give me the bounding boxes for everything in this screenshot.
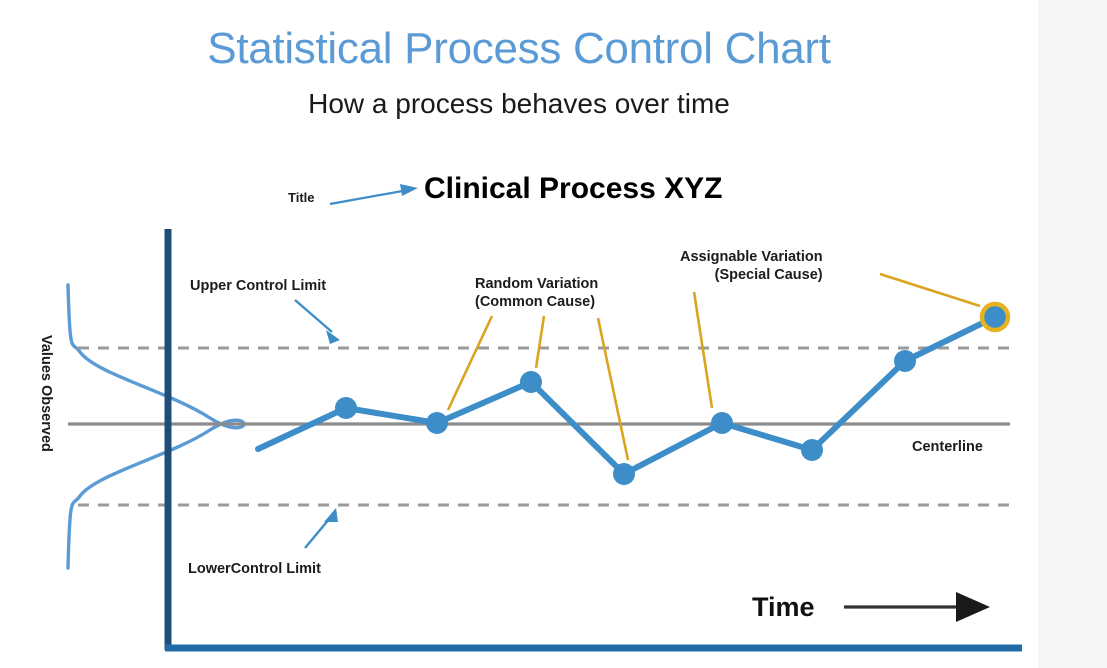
annotation-upper-control-limit: Upper Control Limit bbox=[190, 278, 327, 294]
page-subtitle: How a process behaves over time bbox=[308, 88, 730, 119]
page-title: Statistical Process Control Chart bbox=[207, 24, 831, 73]
leader-random-variation-c bbox=[596, 317, 630, 461]
annotation-random-variation-line1: Random Variation bbox=[475, 276, 599, 292]
annotation-lower-control-limit: LowerControl Limit bbox=[188, 561, 321, 577]
annotation-assignable-variation-line2: (Special Cause) bbox=[714, 267, 823, 284]
time-arrow-icon bbox=[844, 592, 990, 622]
distribution-curve bbox=[66, 283, 246, 570]
leader-title bbox=[329, 184, 418, 206]
leader-assignable-variation-b bbox=[879, 272, 981, 308]
data-point[interactable] bbox=[335, 397, 357, 419]
annotation-assignable-variation-line1: Assignable Variation bbox=[680, 249, 823, 265]
data-point[interactable] bbox=[426, 412, 448, 434]
annotation-random-variation-line2: (Common Cause) bbox=[475, 294, 596, 311]
chart-title: Clinical Process XYZ bbox=[424, 172, 723, 205]
data-point[interactable] bbox=[520, 371, 542, 393]
leader-random-variation-b bbox=[534, 315, 546, 369]
data-point[interactable] bbox=[613, 463, 635, 485]
data-point[interactable] bbox=[801, 439, 823, 461]
annotation-centerline: Centerline bbox=[912, 439, 983, 455]
leader-lower-control-limit bbox=[304, 508, 338, 549]
annotation-assignable-variation: Assignable Variation (Special Cause) bbox=[680, 248, 823, 284]
leader-upper-control-limit bbox=[294, 299, 340, 344]
leader-assignable-variation-a bbox=[692, 291, 714, 409]
leader-random-variation-a bbox=[446, 315, 494, 411]
x-axis-label: Time bbox=[752, 592, 815, 622]
control-chart-plot bbox=[66, 184, 1022, 652]
annotation-random-variation: Random Variation (Common Cause) bbox=[475, 275, 598, 311]
annotation-title-tag: Title bbox=[288, 190, 315, 205]
data-point[interactable] bbox=[711, 412, 733, 434]
data-point-outlier[interactable] bbox=[979, 301, 1011, 333]
data-point[interactable] bbox=[894, 350, 916, 372]
chart-canvas: Statistical Process Control Chart How a … bbox=[38, 24, 1022, 652]
